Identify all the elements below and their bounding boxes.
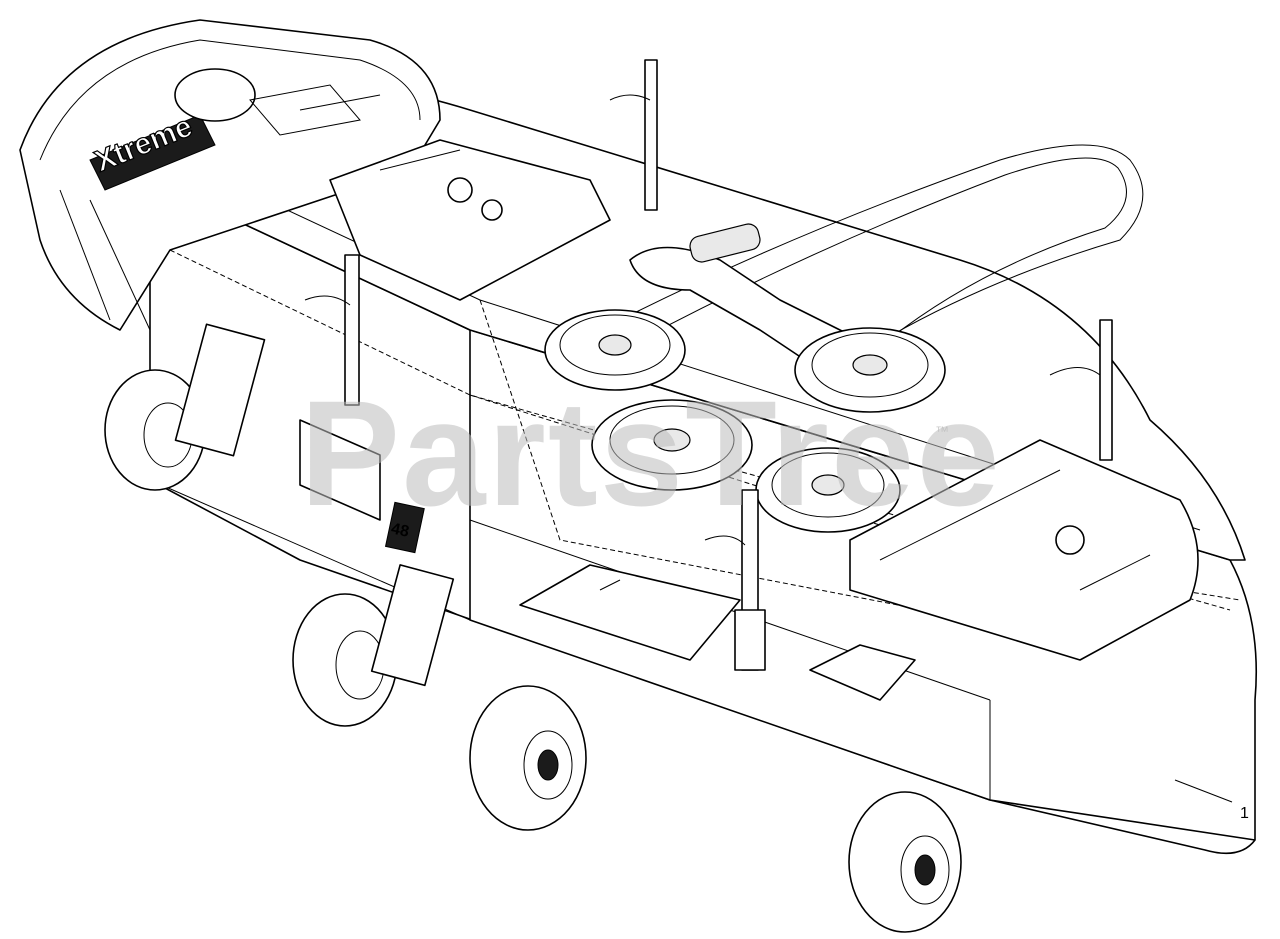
watermark-text: PartsTree [300, 369, 1002, 537]
height-pin-left [304, 254, 360, 406]
pulley-left [544, 309, 686, 391]
caster-wheel-front-left [469, 685, 587, 831]
deck-size-sticker: 48 [390, 520, 411, 540]
caster-wheel-front-right [848, 791, 962, 933]
caster-wheel-rear-left [104, 323, 266, 491]
left-side-decal [299, 419, 425, 554]
center-spindle-cover [329, 139, 611, 301]
watermark-trademark: ™ [935, 423, 949, 439]
height-pin-front [704, 489, 766, 671]
height-pin-rear [609, 59, 658, 211]
drive-belt [619, 144, 1144, 393]
height-pin-right [1049, 319, 1113, 461]
left-belt-cover [19, 19, 441, 331]
pulley-center [591, 399, 753, 491]
caster-wheel-mid-left [292, 564, 455, 727]
callout-leader-line [1174, 779, 1233, 803]
pulley-right-upper [794, 327, 946, 413]
warning-decal-front [519, 564, 741, 661]
warning-decal-right [809, 644, 916, 701]
callout-number: 1 [1240, 805, 1249, 822]
right-spindle-cover [849, 439, 1199, 661]
